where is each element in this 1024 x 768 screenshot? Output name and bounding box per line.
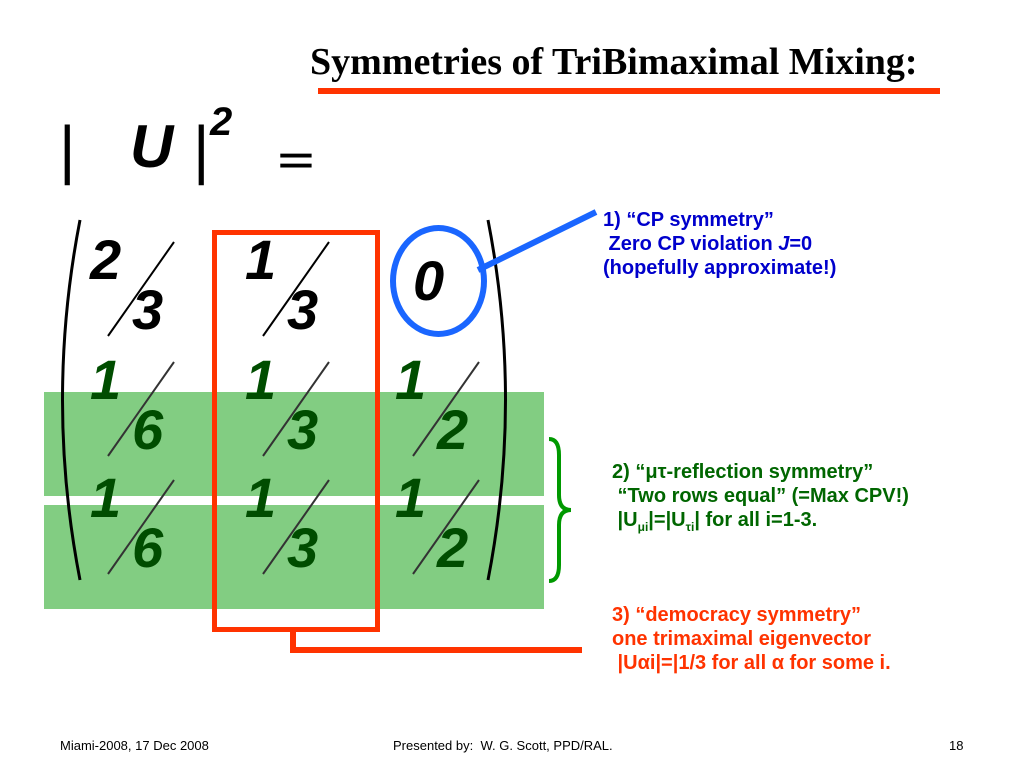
cell-2-1-numerator: 1 — [90, 348, 122, 411]
mutau-rows-brace — [548, 437, 572, 583]
green-band-row2 — [44, 392, 544, 496]
note-democracy-line3: |Uαi|=|1/3 for all α for some i. — [612, 652, 891, 674]
cell-2-2-numerator: 1 — [245, 348, 277, 411]
matrix-cell-3-2: 1 3 — [235, 470, 355, 590]
cell-1-1-denominator: 3 — [132, 278, 164, 341]
matrix-cell-2-1: 1 6 — [80, 352, 200, 472]
matrix-cell-3-1: 1 6 — [80, 470, 200, 590]
title-underline — [318, 88, 940, 94]
cell-3-3-denominator: 2 — [437, 516, 469, 579]
matrix-cell-3-3: 1 2 — [385, 470, 505, 590]
note-mutau-line1: 2) “μτ-reflection symmetry” — [612, 461, 874, 483]
note-democracy-line2: one trimaximal eigenvector — [612, 628, 871, 650]
green-band-row3 — [44, 505, 544, 609]
note-democracy-symmetry: 3) “democracy symmetry” one trimaximal e… — [612, 603, 891, 675]
cell-2-1-denominator: 6 — [132, 398, 164, 461]
formula-power: 2 — [210, 100, 233, 144]
formula-equals: = — [275, 130, 317, 188]
note-democracy-line1: 3) “democracy symmetry” — [612, 604, 862, 626]
note-cp-symmetry: 1) “CP symmetry” Zero CP violation J=0 (… — [603, 208, 836, 280]
cell-3-3-numerator: 1 — [395, 466, 427, 529]
note-mutau-line2: “Two rows equal” (=Max CPV!) — [612, 485, 909, 507]
note-mutau-sub-tau: τi — [685, 520, 695, 534]
cell-2-3-numerator: 1 — [395, 348, 427, 411]
cell-1-2-denominator: 3 — [287, 278, 319, 341]
cell-1-1-numerator: 2 — [90, 228, 122, 291]
cell-1-2-numerator: 1 — [245, 228, 277, 291]
note-cp-line2: Zero CP violation J=0 — [603, 232, 836, 256]
note-mutau-line3-c: | for all i=1-3. — [694, 509, 818, 531]
cell-3-2-numerator: 1 — [245, 466, 277, 529]
formula-u: U — [130, 113, 174, 180]
note-cp-line3: (hopefully approximate!) — [603, 257, 837, 279]
footer-presenter: Presented by: W. G. Scott, PPD/RAL. — [393, 738, 613, 753]
note-cp-j-symbol: J — [778, 233, 790, 255]
cp-zero-circle — [390, 225, 487, 337]
abs-bar-right: | — [192, 113, 209, 185]
note-mutau-symmetry: 2) “μτ-reflection symmetry” “Two rows eq… — [612, 460, 909, 539]
matrix-cell-1-2: 1 3 — [235, 232, 355, 352]
cell-3-2-denominator: 3 — [287, 516, 319, 579]
cell-2-3-denominator: 2 — [437, 398, 469, 461]
matrix-cell-1-1: 2 3 — [80, 232, 200, 352]
abs-bar-left: | — [58, 113, 75, 185]
footer-event: Miami-2008, 17 Dec 2008 — [60, 738, 209, 753]
matrix-cell-1-3: 0 — [413, 249, 445, 312]
note-mutau-line3-b: |=|U — [648, 509, 686, 531]
cell-3-1-denominator: 6 — [132, 516, 164, 579]
note-cp-line2-suffix: =0 — [789, 233, 813, 255]
matrix-cell-2-3: 1 2 — [385, 352, 505, 472]
formula-u-squared: | U | 2 = — [50, 100, 330, 200]
matrix-cell-2-2: 1 3 — [235, 352, 355, 472]
cell-3-1-numerator: 1 — [90, 466, 122, 529]
note-cp-line1: 1) “CP symmetry” — [603, 209, 774, 231]
note-mutau-line3: |Uμi|=|Uτi| for all i=1-3. — [612, 508, 909, 539]
cell-2-2-denominator: 3 — [287, 398, 319, 461]
matrix-left-paren — [61, 219, 82, 581]
slide-title: Symmetries of TriBimaximal Mixing: — [310, 41, 918, 83]
note-cp-line2-prefix: Zero CP violation — [603, 233, 779, 255]
note-mutau-line3-a: |U — [612, 509, 638, 531]
note-mutau-sub-mu: μi — [637, 520, 649, 534]
footer-page-number: 18 — [949, 738, 964, 753]
